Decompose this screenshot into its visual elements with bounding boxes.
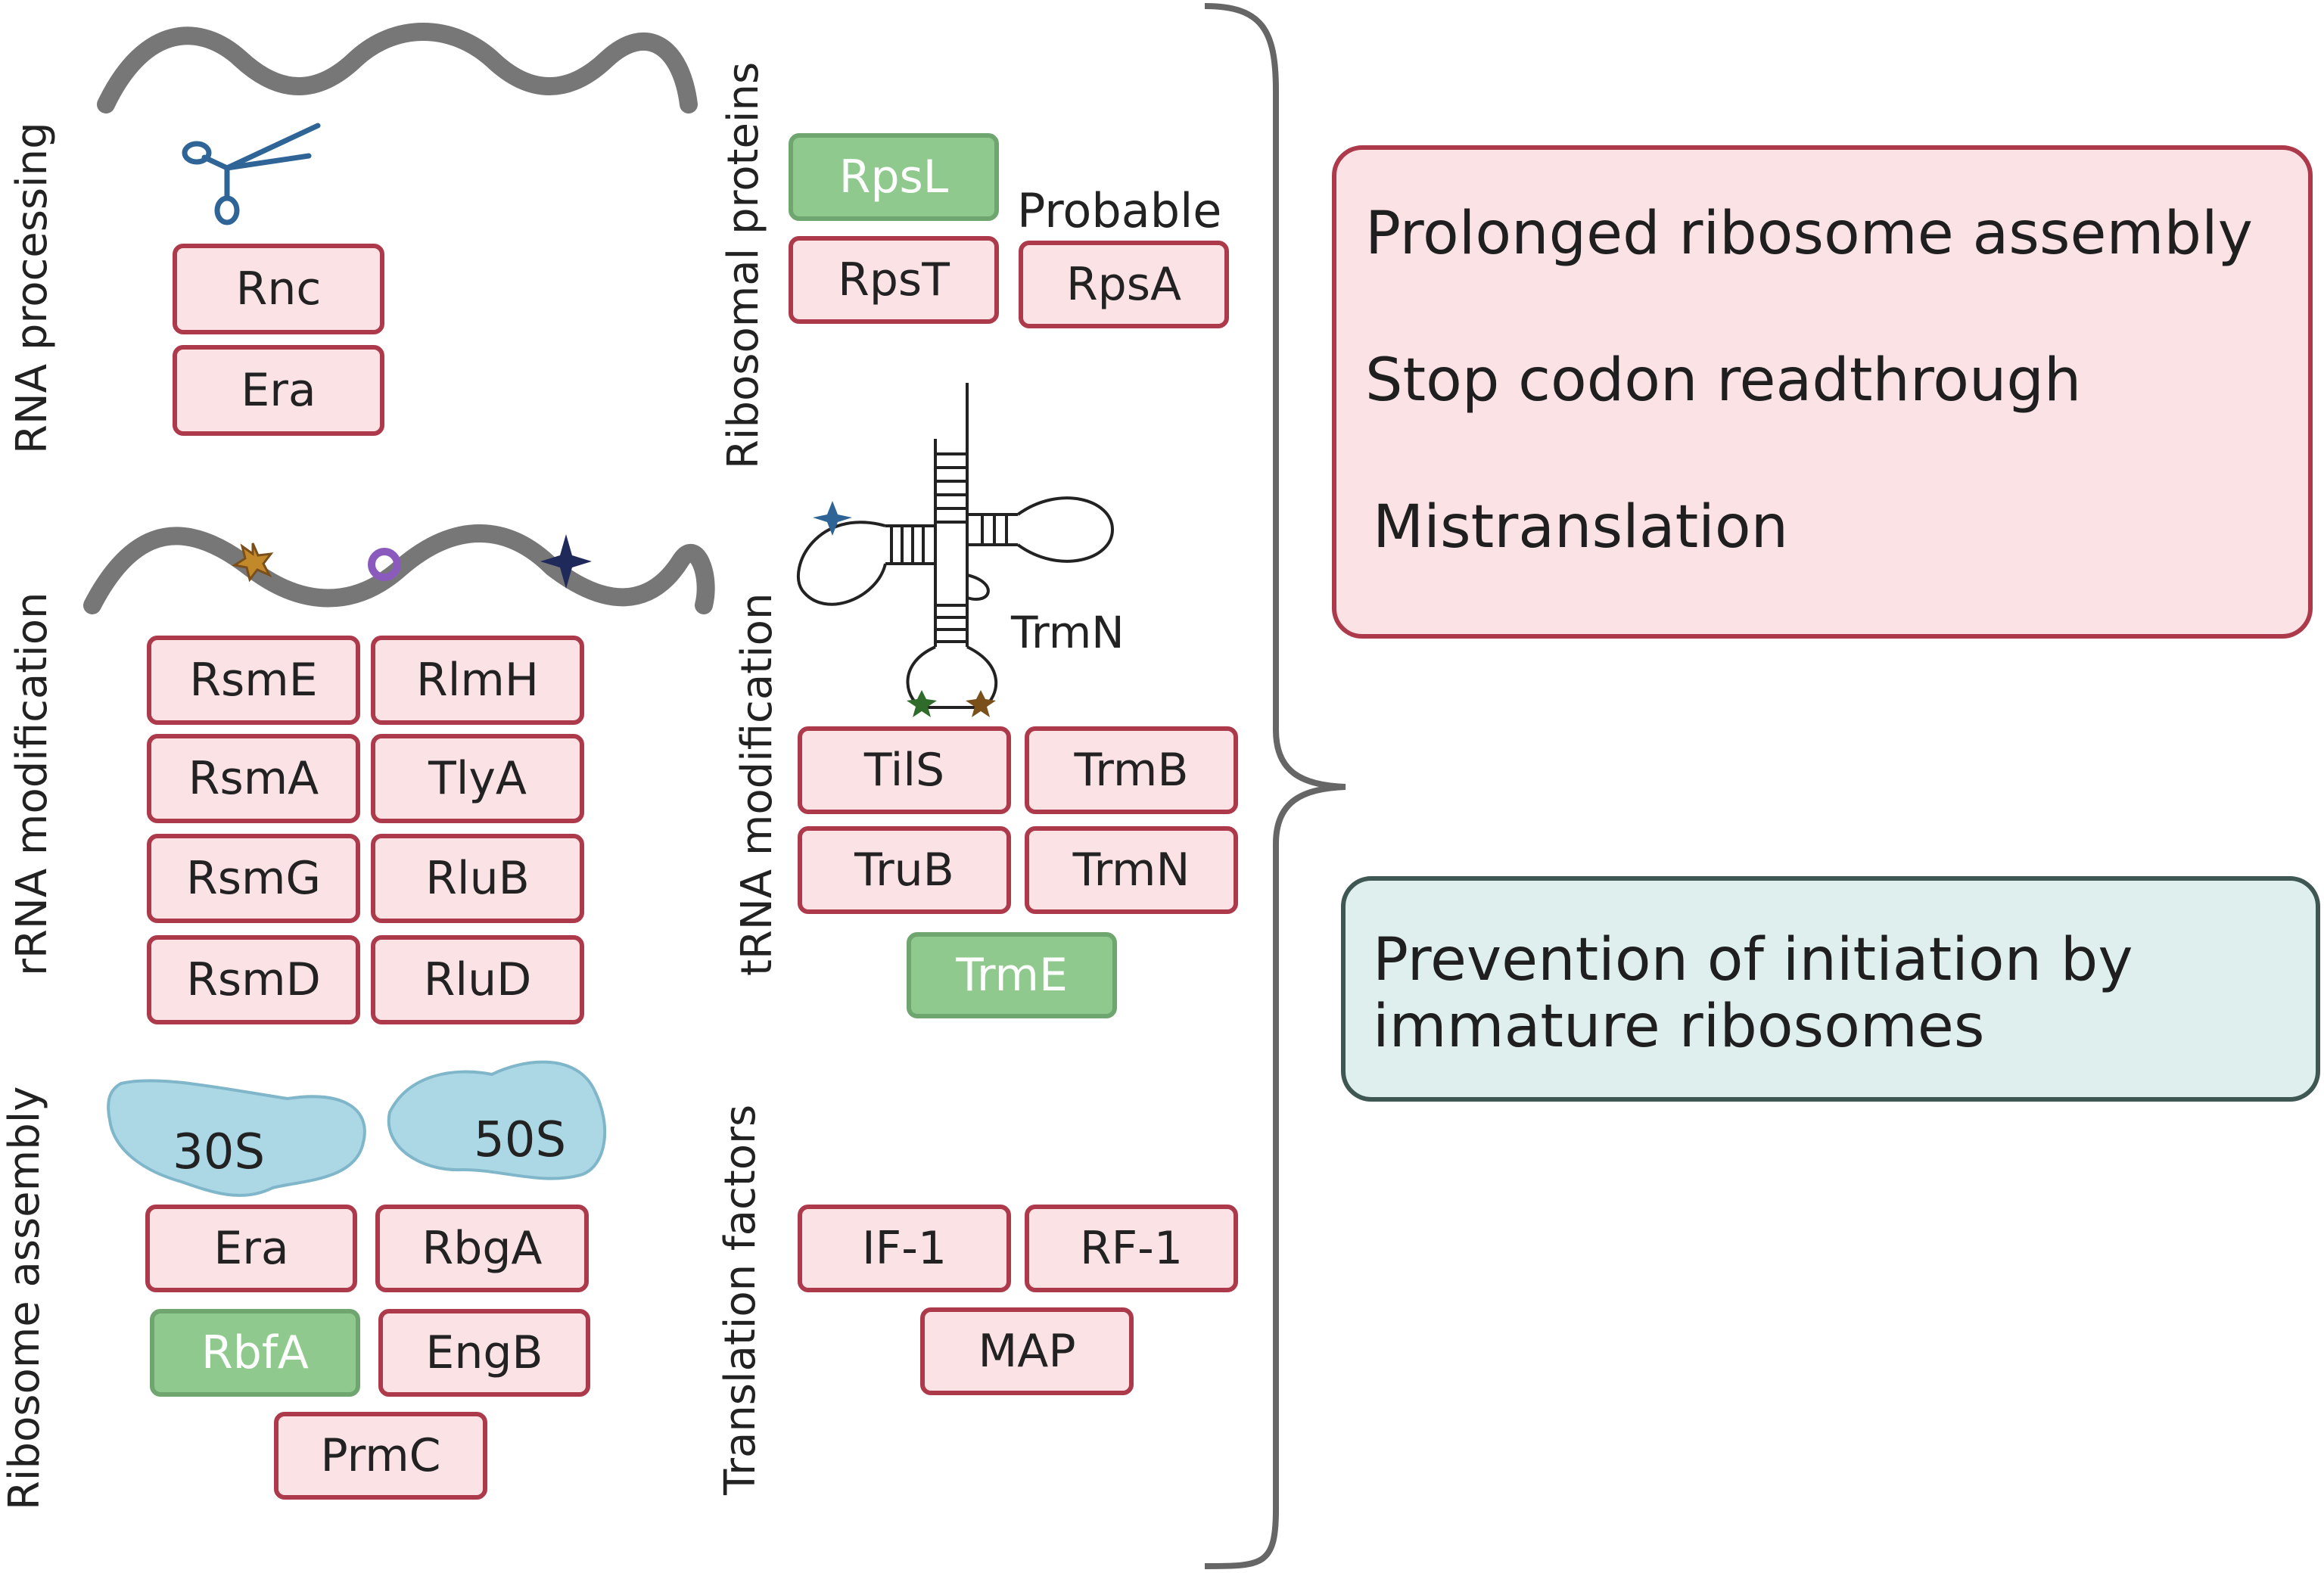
- protein-box: RsmG: [147, 834, 360, 923]
- protein-box: Era: [145, 1205, 357, 1292]
- protein-box: RluB: [371, 834, 584, 923]
- protein-box: TilS: [798, 726, 1011, 814]
- outcome-text: Prolonged ribosome assembly: [1365, 200, 2253, 268]
- protein-box: RsmD: [147, 935, 360, 1024]
- protein-box: EngB: [378, 1309, 590, 1397]
- outcome-text: Mistranslation: [1373, 493, 1789, 561]
- outcome-text: Prevention of initiation by: [1373, 926, 2133, 994]
- ribosome-subunit-icon: [107, 1079, 366, 1197]
- protein-box: RpsT: [789, 236, 999, 324]
- protein-box: RpsL: [789, 133, 999, 221]
- protein-box: RF-1: [1025, 1205, 1238, 1292]
- subunit-label-50s: 50S: [474, 1112, 567, 1168]
- protein-box: RlmH: [371, 636, 584, 725]
- trna-mod-brown-icon: [966, 690, 996, 717]
- outcome-text: Stop codon readthrough: [1365, 347, 2082, 415]
- section-title-rrna-modification: rRNA modification: [8, 592, 57, 977]
- section-title-ribosome-assembly: Ribosome assembly: [0, 1086, 49, 1510]
- modification-flower-icon: [368, 548, 401, 581]
- trna-cloverleaf-icon: [797, 383, 1115, 709]
- rrna-strand-icon: [83, 524, 715, 614]
- protein-box: RpsA: [1019, 241, 1229, 328]
- protein-box: RsmE: [147, 636, 360, 725]
- section-title-ribosomal-proteins: Ribosomal proteins: [719, 61, 768, 469]
- protein-box: RluD: [371, 935, 584, 1024]
- outcome-text: immature ribosomes: [1373, 993, 1985, 1061]
- protein-box: RbgA: [375, 1205, 589, 1292]
- protein-box: Era: [173, 345, 384, 436]
- trna-mod-green-icon: [907, 690, 937, 717]
- protein-box: MAP: [920, 1307, 1134, 1395]
- protein-box: TrmE: [907, 932, 1117, 1018]
- protein-box: Rnc: [173, 244, 384, 334]
- protein-box: TrmN: [1025, 826, 1238, 914]
- subunit-label-30s: 30S: [173, 1124, 266, 1180]
- section-title-rna-processing: RNA processing: [8, 122, 57, 454]
- outcome-panel-prevention: [1341, 876, 2320, 1102]
- probable-label: Probable: [1017, 183, 1222, 238]
- trna-label: TrmN: [1011, 607, 1125, 658]
- trna-mod-star-blue-icon: [813, 501, 852, 536]
- section-title-translation-factors: Translation factors: [716, 1104, 765, 1495]
- section-title-trna-modification: tRNA modification: [733, 592, 782, 976]
- protein-box: TruB: [798, 826, 1011, 914]
- bracket-icon: [1204, 3, 1346, 1569]
- protein-box: PrmC: [274, 1412, 487, 1500]
- modification-star-icon: [232, 542, 274, 583]
- protein-box: RbfA: [150, 1309, 360, 1397]
- protein-box: TlyA: [371, 734, 584, 823]
- ribosome-subunit-icon: [387, 1060, 607, 1180]
- protein-box: TrmB: [1025, 726, 1238, 814]
- protein-box: RsmA: [147, 734, 360, 823]
- rna-wave-icon: [97, 23, 698, 113]
- modification-sparkle-icon: [540, 534, 592, 589]
- outcome-panel-consequences: [1332, 145, 2313, 639]
- protein-box: IF-1: [798, 1205, 1011, 1292]
- scissors-icon: [182, 123, 321, 225]
